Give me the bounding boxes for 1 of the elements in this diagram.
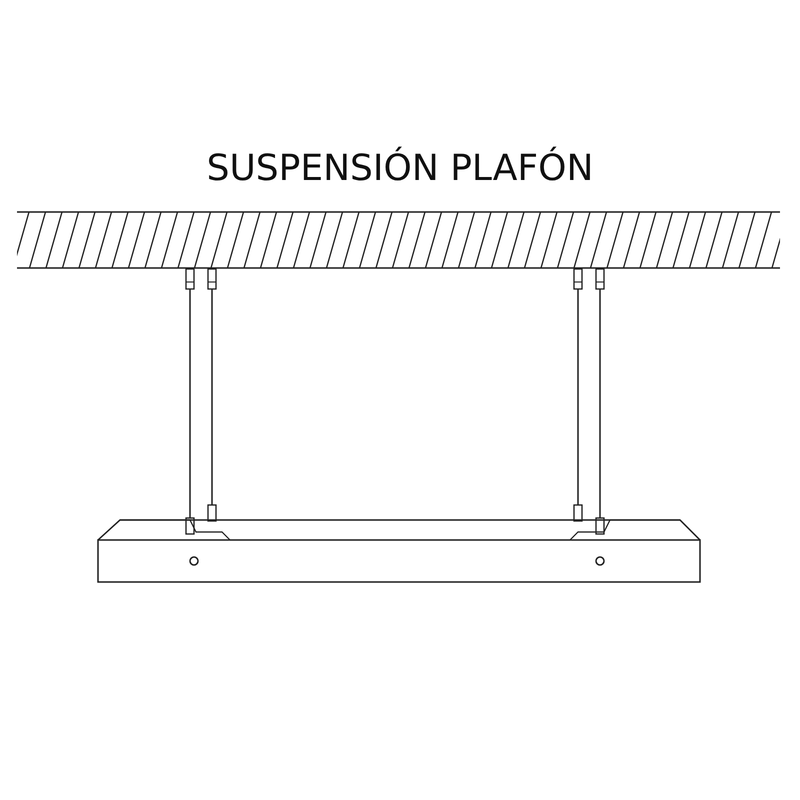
title-text: SUSPENSIÓN PLAFÓN (206, 148, 594, 189)
